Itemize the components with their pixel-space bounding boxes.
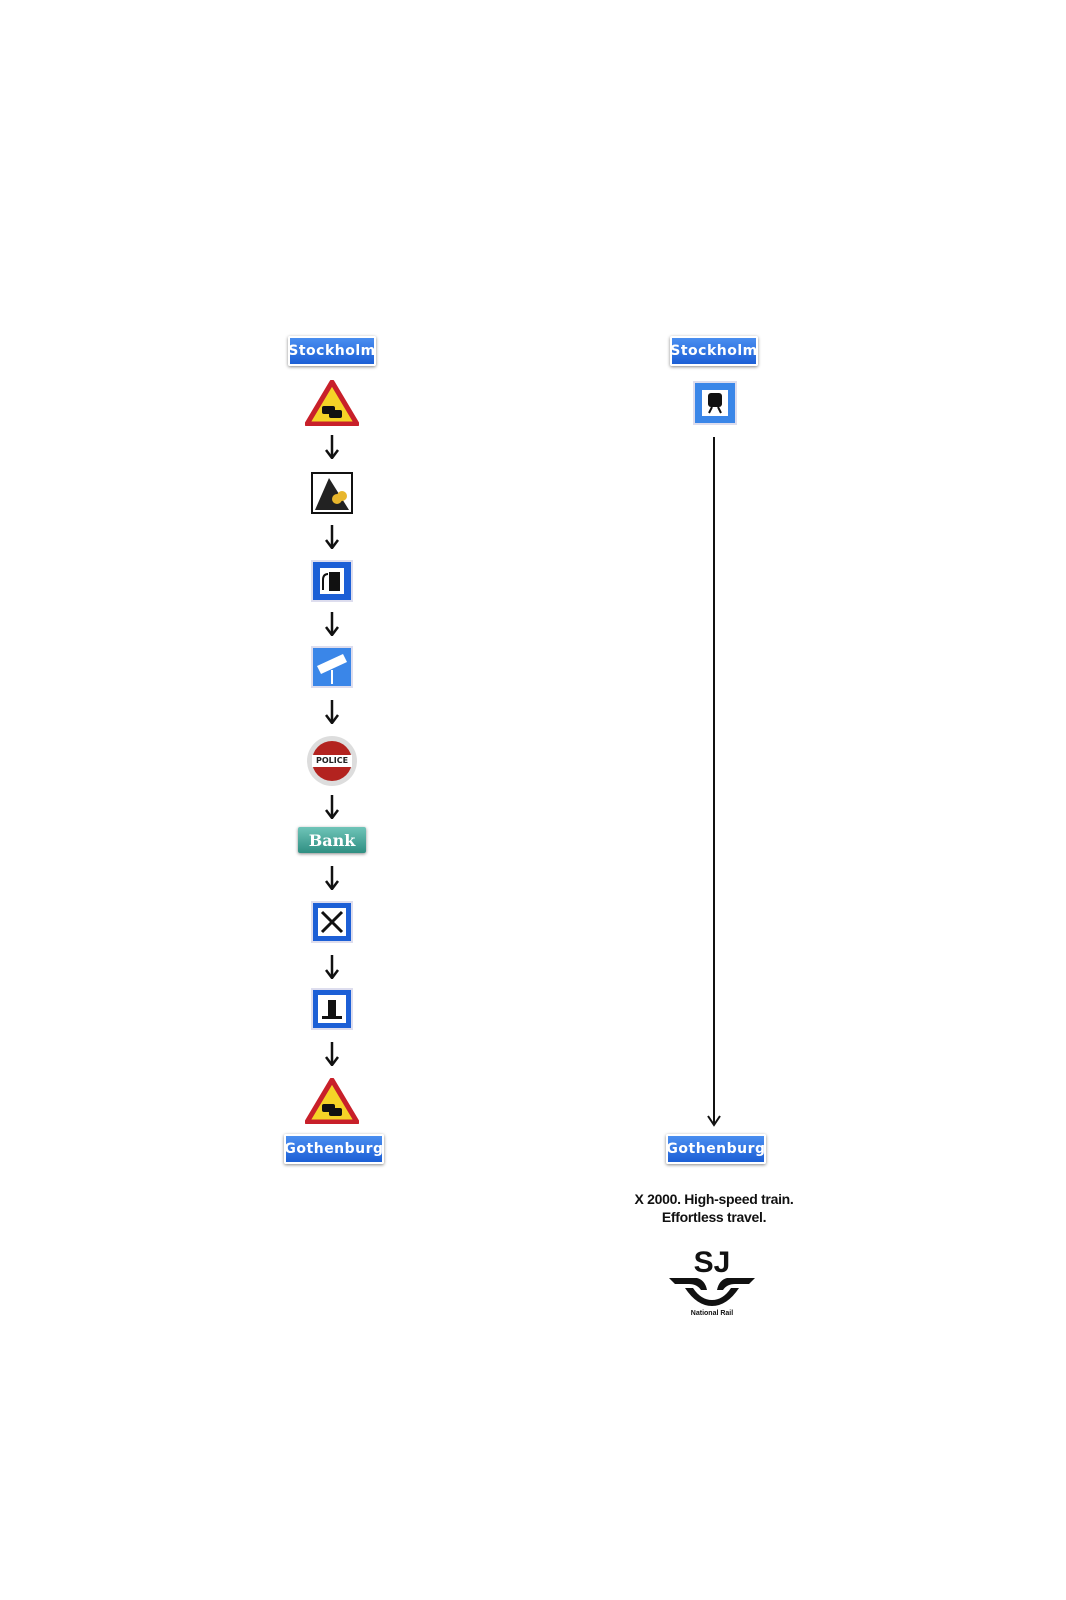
- svg-text:SJ: SJ: [694, 1246, 731, 1279]
- arrow-down-icon: [325, 866, 339, 890]
- city-sign-gothenburg-car: Gothenburg: [284, 1134, 384, 1164]
- sj-logo: SJ: [669, 1246, 755, 1306]
- tagline: X 2000. High-speed train. Effortless tra…: [635, 1190, 794, 1226]
- city-sign-stockholm-car: Stockholm: [288, 336, 376, 366]
- arrow-down-icon: [325, 700, 339, 724]
- police-stop-icon: POLICE: [306, 735, 358, 787]
- traffic-queue-warning-icon: [305, 1078, 359, 1124]
- fuel-station-icon: [311, 560, 353, 602]
- arrow-down-icon: [325, 435, 339, 459]
- tagline-line2: Effortless travel.: [661, 1209, 767, 1225]
- traffic-queue-warning-icon: [305, 380, 359, 426]
- speed-camera-icon: [311, 646, 353, 688]
- arrow-down-icon: [325, 612, 339, 636]
- train-station-icon: [693, 381, 737, 425]
- police-label: POLICE: [315, 756, 349, 765]
- bank-sign: Bank: [298, 827, 366, 853]
- tagline-line1: X 2000. High-speed train.: [634, 1191, 794, 1207]
- national-rail-label: National Rail: [690, 1310, 734, 1317]
- arrow-down-icon: [325, 795, 339, 819]
- city-sign-stockholm-train: Stockholm: [670, 336, 758, 366]
- city-sign-gothenburg-train: Gothenburg: [666, 1134, 766, 1164]
- direct-route-arrow: [707, 437, 721, 1127]
- arrow-down-icon: [325, 525, 339, 549]
- toll-booth-icon: [311, 472, 353, 514]
- arrow-down-icon: [325, 1042, 339, 1066]
- landmark-icon: [311, 988, 353, 1030]
- restaurant-icon: [311, 901, 353, 943]
- arrow-down-icon: [325, 955, 339, 979]
